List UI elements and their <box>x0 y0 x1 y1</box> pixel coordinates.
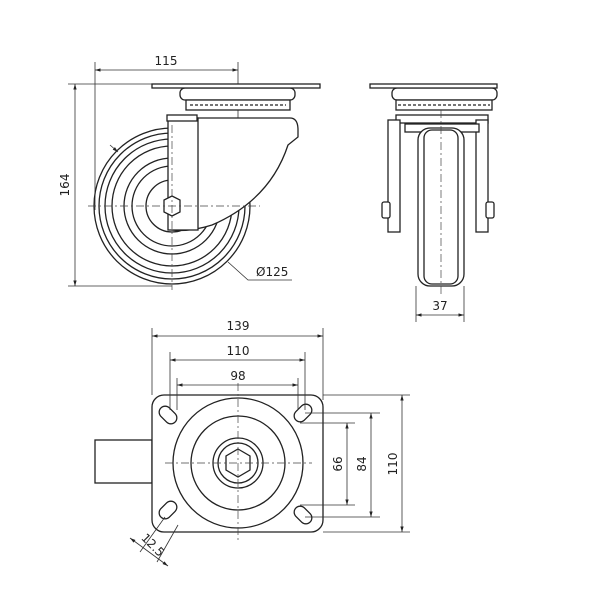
dim-wheel-diameter: Ø125 <box>256 265 288 279</box>
dim-110-x: 110 <box>227 344 250 358</box>
front-view: 37 <box>369 83 498 322</box>
dim-37: 37 <box>432 299 447 313</box>
top-plate-front <box>369 83 498 89</box>
top-plate-side <box>151 83 321 89</box>
dim-115: 115 <box>155 54 178 68</box>
dim-110-y: 110 <box>386 453 400 476</box>
dim-84: 84 <box>355 456 369 471</box>
dim-164: 164 <box>58 174 72 197</box>
dim-139: 139 <box>227 319 250 333</box>
axle-bolt-right <box>485 201 495 219</box>
mounting-slots <box>158 403 313 525</box>
side-view: 115 164 Ø125 <box>58 54 321 290</box>
plate-view: 139 110 98 66 84 110 12.5 <box>94 319 410 567</box>
plate-boss <box>179 87 296 101</box>
axle-bolt-left <box>381 201 391 219</box>
dim-98: 98 <box>230 369 245 383</box>
dim-66: 66 <box>331 456 345 471</box>
stem-bracket <box>94 439 153 484</box>
